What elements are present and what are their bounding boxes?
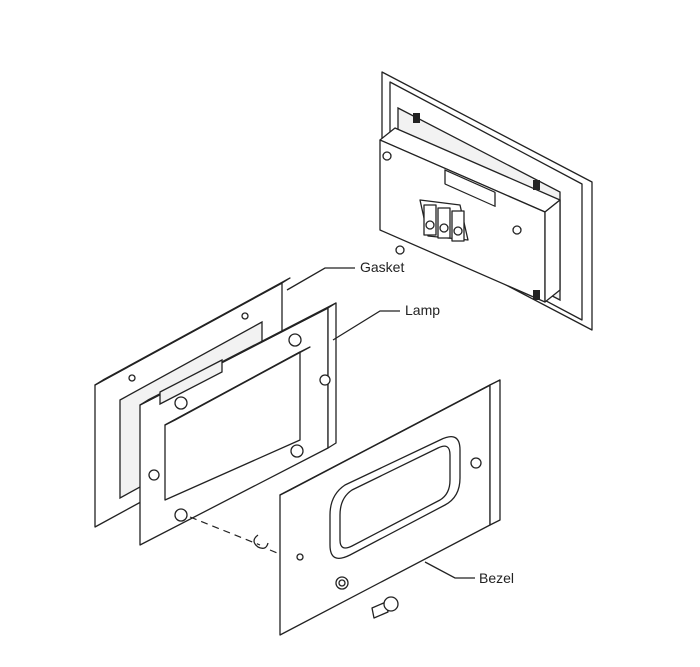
bezel-leader: [424, 561, 475, 579]
rear-housing: [379, 71, 593, 331]
lamp: [139, 302, 337, 546]
terminal-block: [419, 199, 469, 242]
screw-icon: [382, 151, 392, 161]
screw-icon: [174, 396, 188, 410]
lamp-label: Lamp: [405, 302, 441, 318]
screw-icon: [319, 374, 331, 386]
screw-icon: [512, 225, 522, 235]
screw-icon: [290, 444, 304, 458]
screw-icon: [174, 508, 188, 522]
screw: [371, 596, 399, 619]
screw-icon: [288, 333, 302, 347]
screw-icon: [395, 245, 405, 255]
lamp-leader: [332, 310, 400, 341]
bezel: [279, 379, 501, 636]
clip-icon: [253, 534, 269, 549]
screw-icon: [148, 469, 160, 481]
gasket-label: Gasket: [360, 259, 405, 275]
bezel-label: Bezel: [479, 570, 515, 586]
gasket-leader: [286, 267, 355, 291]
